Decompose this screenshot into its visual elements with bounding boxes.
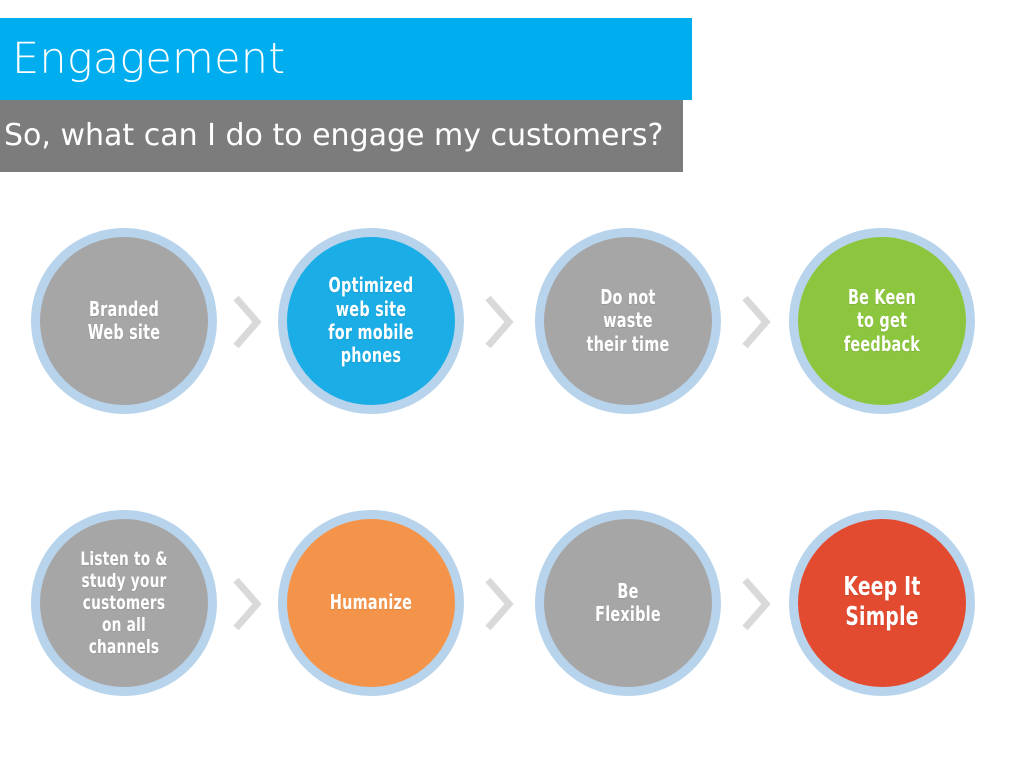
- flow-node-optimized-web-site-for-mobile-phones[interactable]: Optimized web site for mobile phones: [278, 228, 464, 414]
- flow-node-label: Be Keen to get feedback: [843, 284, 921, 356]
- page-subtitle: So, what can I do to engage my customers…: [4, 118, 664, 153]
- node-fill: Be Keen to get feedback: [798, 237, 966, 405]
- chevron-right-icon: [737, 574, 773, 634]
- page-title: Engagement: [12, 33, 286, 84]
- flow-node-label: Humanize: [329, 590, 413, 615]
- flow-node-do-not-waste-their-time[interactable]: Do not waste their time: [535, 228, 721, 414]
- node-fill: Do not waste their time: [544, 237, 712, 405]
- node-fill: Listen to & study your customers on all …: [40, 519, 208, 687]
- flow-node-label: Branded Web site: [87, 296, 161, 344]
- node-fill: Branded Web site: [40, 237, 208, 405]
- flow-node-branded-web-site[interactable]: Branded Web site: [31, 228, 217, 414]
- node-fill: Be Flexible: [544, 519, 712, 687]
- chevron-right-icon: [228, 292, 264, 352]
- flow-node-keep-it-simple[interactable]: Keep It Simple: [789, 510, 975, 696]
- flow-node-label: Do not waste their time: [586, 284, 670, 356]
- flow-node-label: Keep It Simple: [843, 572, 921, 632]
- flow-node-listen-to-study-your-customers-on-all-channels[interactable]: Listen to & study your customers on all …: [31, 510, 217, 696]
- chevron-right-icon: [228, 574, 264, 634]
- chevron-right-icon: [737, 292, 773, 352]
- flow-node-be-flexible[interactable]: Be Flexible: [535, 510, 721, 696]
- flow-node-label: Optimized web site for mobile phones: [328, 273, 414, 368]
- node-fill: Humanize: [287, 519, 455, 687]
- flow-node-humanize[interactable]: Humanize: [278, 510, 464, 696]
- title-bar: Engagement: [0, 18, 692, 100]
- chevron-right-icon: [480, 292, 516, 352]
- subtitle-bar: So, what can I do to engage my customers…: [0, 100, 683, 172]
- flow-node-be-keen-to-get-feedback[interactable]: Be Keen to get feedback: [789, 228, 975, 414]
- chevron-right-icon: [480, 574, 516, 634]
- node-fill: Optimized web site for mobile phones: [287, 237, 455, 405]
- node-fill: Keep It Simple: [798, 519, 966, 687]
- flow-node-label: Listen to & study your customers on all …: [80, 547, 168, 659]
- flow-node-label: Be Flexible: [595, 578, 661, 626]
